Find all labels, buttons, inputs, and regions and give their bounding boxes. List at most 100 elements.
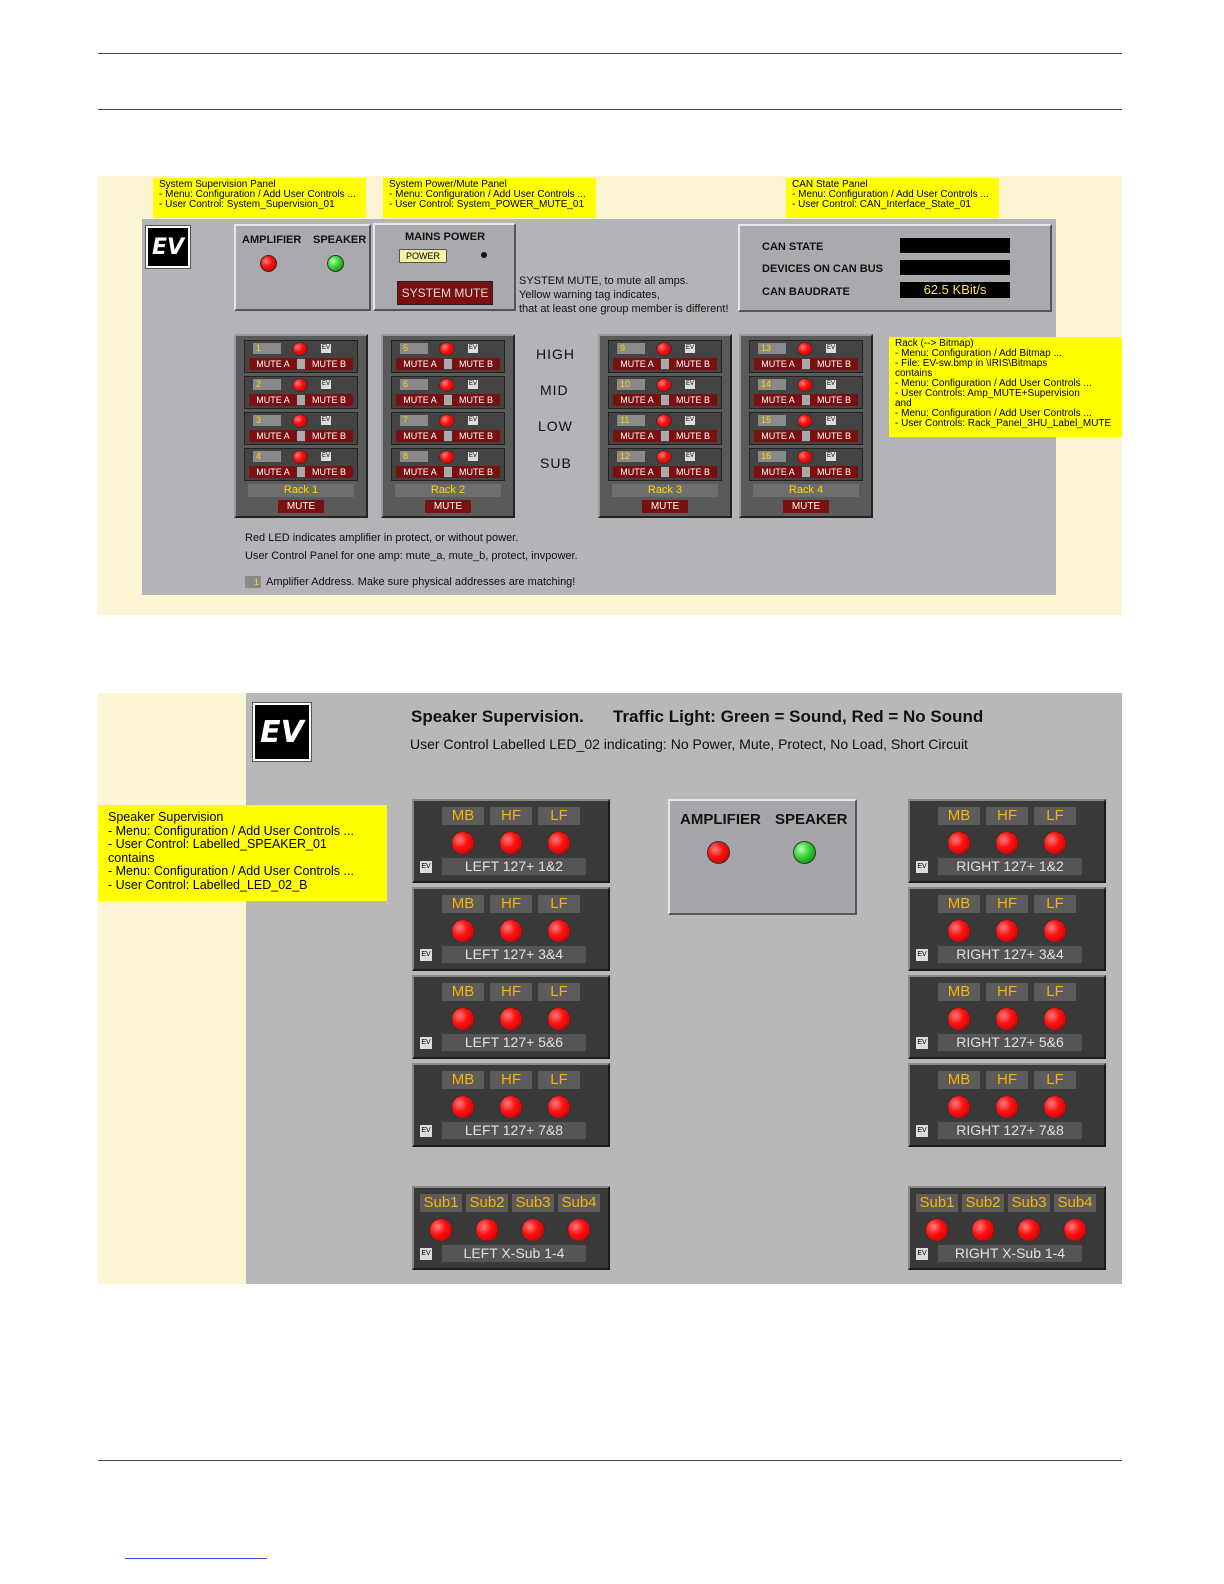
channel-led <box>1043 831 1067 855</box>
amp-address: 5 <box>400 343 428 354</box>
mute-b-button[interactable]: MUTE B <box>810 358 858 370</box>
amp-address: 12 <box>617 451 645 462</box>
ev-mini-icon: EV <box>321 416 331 425</box>
mute-b-button[interactable]: MUTE B <box>669 358 717 370</box>
channel-led <box>1017 1218 1041 1242</box>
channel-tag: MB <box>938 983 980 1001</box>
mute-a-button[interactable]: MUTE A <box>396 466 444 478</box>
mute-b-button[interactable]: MUTE B <box>669 394 717 406</box>
channel-tag: HF <box>986 895 1028 913</box>
channel-led <box>499 919 523 943</box>
mute-switch-icon <box>444 395 452 405</box>
mute-a-button[interactable]: MUTE A <box>613 358 661 370</box>
mute-b-button[interactable]: MUTE B <box>810 466 858 478</box>
ev-mini-icon: EV <box>916 861 928 873</box>
note-supervision: System Supervision Panel- Menu: Configur… <box>153 178 366 218</box>
rack-mute-button[interactable]: MUTE <box>783 500 829 513</box>
mute-a-button[interactable]: MUTE A <box>613 394 661 406</box>
channel-led <box>499 1095 523 1119</box>
speaker-group-label: RIGHT 127+ 7&8 <box>938 1122 1082 1139</box>
mute-switch-icon <box>297 359 305 369</box>
row-label-mid: MID <box>540 382 569 398</box>
amp-address: 14 <box>758 379 786 390</box>
amp-protect-led <box>292 414 308 428</box>
mute-a-button[interactable]: MUTE A <box>613 430 661 442</box>
mute-b-button[interactable]: MUTE B <box>305 430 353 442</box>
mute-switch-icon <box>297 395 305 405</box>
mute-b-button[interactable]: MUTE B <box>669 430 717 442</box>
row-label-sub: SUB <box>540 455 572 471</box>
rack-label: Rack 4 <box>753 484 859 497</box>
channel-tag: MB <box>442 895 484 913</box>
mute-b-button[interactable]: MUTE B <box>810 394 858 406</box>
mute-a-button[interactable]: MUTE A <box>249 394 297 406</box>
mute-a-button[interactable]: MUTE A <box>396 430 444 442</box>
speaker-group-label: LEFT 127+ 5&6 <box>442 1034 586 1051</box>
mute-b-button[interactable]: MUTE B <box>305 466 353 478</box>
mute-b-button[interactable]: MUTE B <box>305 358 353 370</box>
mute-a-button[interactable]: MUTE A <box>249 466 297 478</box>
ev-mini-icon: EV <box>685 416 695 425</box>
mute-a-button[interactable]: MUTE A <box>613 466 661 478</box>
channel-led <box>971 1218 995 1242</box>
channel-led <box>475 1218 499 1242</box>
figure-speaker-supervision: EV Speaker Supervision. Traffic Light: G… <box>98 693 1122 1284</box>
amp-address: 6 <box>400 379 428 390</box>
power-button[interactable]: POWER <box>399 249 447 263</box>
footnote-address: Amplifier Address. Make sure physical ad… <box>266 576 576 588</box>
figure-system-panel: System Supervision Panel- Menu: Configur… <box>98 176 1122 615</box>
amp-protect-led <box>797 342 813 356</box>
mute-b-button[interactable]: MUTE B <box>452 430 500 442</box>
channel-tag: MB <box>442 807 484 825</box>
traffic-light-title: Traffic Light: Green = Sound, Red = No S… <box>613 707 984 726</box>
footnote-user-control: User Control Panel for one amp: mute_a, … <box>245 550 578 562</box>
amp-address: 8 <box>400 451 428 462</box>
mute-a-button[interactable]: MUTE A <box>754 430 802 442</box>
mute-a-button[interactable]: MUTE A <box>396 358 444 370</box>
mute-a-button[interactable]: MUTE A <box>754 466 802 478</box>
mute-b-button[interactable]: MUTE B <box>810 430 858 442</box>
rack-mute-button[interactable]: MUTE <box>278 500 324 513</box>
mains-power-label: MAINS POWER <box>405 231 486 243</box>
mute-a-button[interactable]: MUTE A <box>754 358 802 370</box>
amp-address: 9 <box>617 343 645 354</box>
amp-protect-led <box>439 342 455 356</box>
mute-b-button[interactable]: MUTE B <box>305 394 353 406</box>
mute-switch-icon <box>661 431 669 441</box>
speaker-group-label: RIGHT 127+ 1&2 <box>938 858 1082 875</box>
channel-tag: Sub2 <box>466 1194 508 1212</box>
system-mute-button[interactable]: SYSTEM MUTE <box>397 281 493 305</box>
amp-address: 11 <box>617 415 645 426</box>
mute-b-button[interactable]: MUTE B <box>452 358 500 370</box>
amp-protect-led <box>439 414 455 428</box>
mute-a-button[interactable]: MUTE A <box>249 358 297 370</box>
ev-mini-icon: EV <box>420 1125 432 1137</box>
amp-address: 2 <box>253 379 281 390</box>
channel-led <box>925 1218 949 1242</box>
rack-mute-button[interactable]: MUTE <box>425 500 471 513</box>
mute-b-button[interactable]: MUTE B <box>452 466 500 478</box>
channel-led <box>451 1095 475 1119</box>
mute-a-button[interactable]: MUTE A <box>396 394 444 406</box>
row-label-low: LOW <box>538 418 573 434</box>
rack-mute-button[interactable]: MUTE <box>642 500 688 513</box>
amp-protect-led <box>439 450 455 464</box>
channel-led <box>947 919 971 943</box>
ev-mini-icon: EV <box>420 1248 432 1260</box>
channel-tag: LF <box>1034 895 1076 913</box>
note-rack: Rack (--> Bitmap)- Menu: Configuration /… <box>889 337 1122 437</box>
amp-address: 3 <box>253 415 281 426</box>
mute-a-button[interactable]: MUTE A <box>249 430 297 442</box>
rack-label: Rack 3 <box>612 484 718 497</box>
mute-a-button[interactable]: MUTE A <box>754 394 802 406</box>
ev-mini-icon: EV <box>826 452 836 461</box>
mute-b-button[interactable]: MUTE B <box>452 394 500 406</box>
mute-b-button[interactable]: MUTE B <box>669 466 717 478</box>
